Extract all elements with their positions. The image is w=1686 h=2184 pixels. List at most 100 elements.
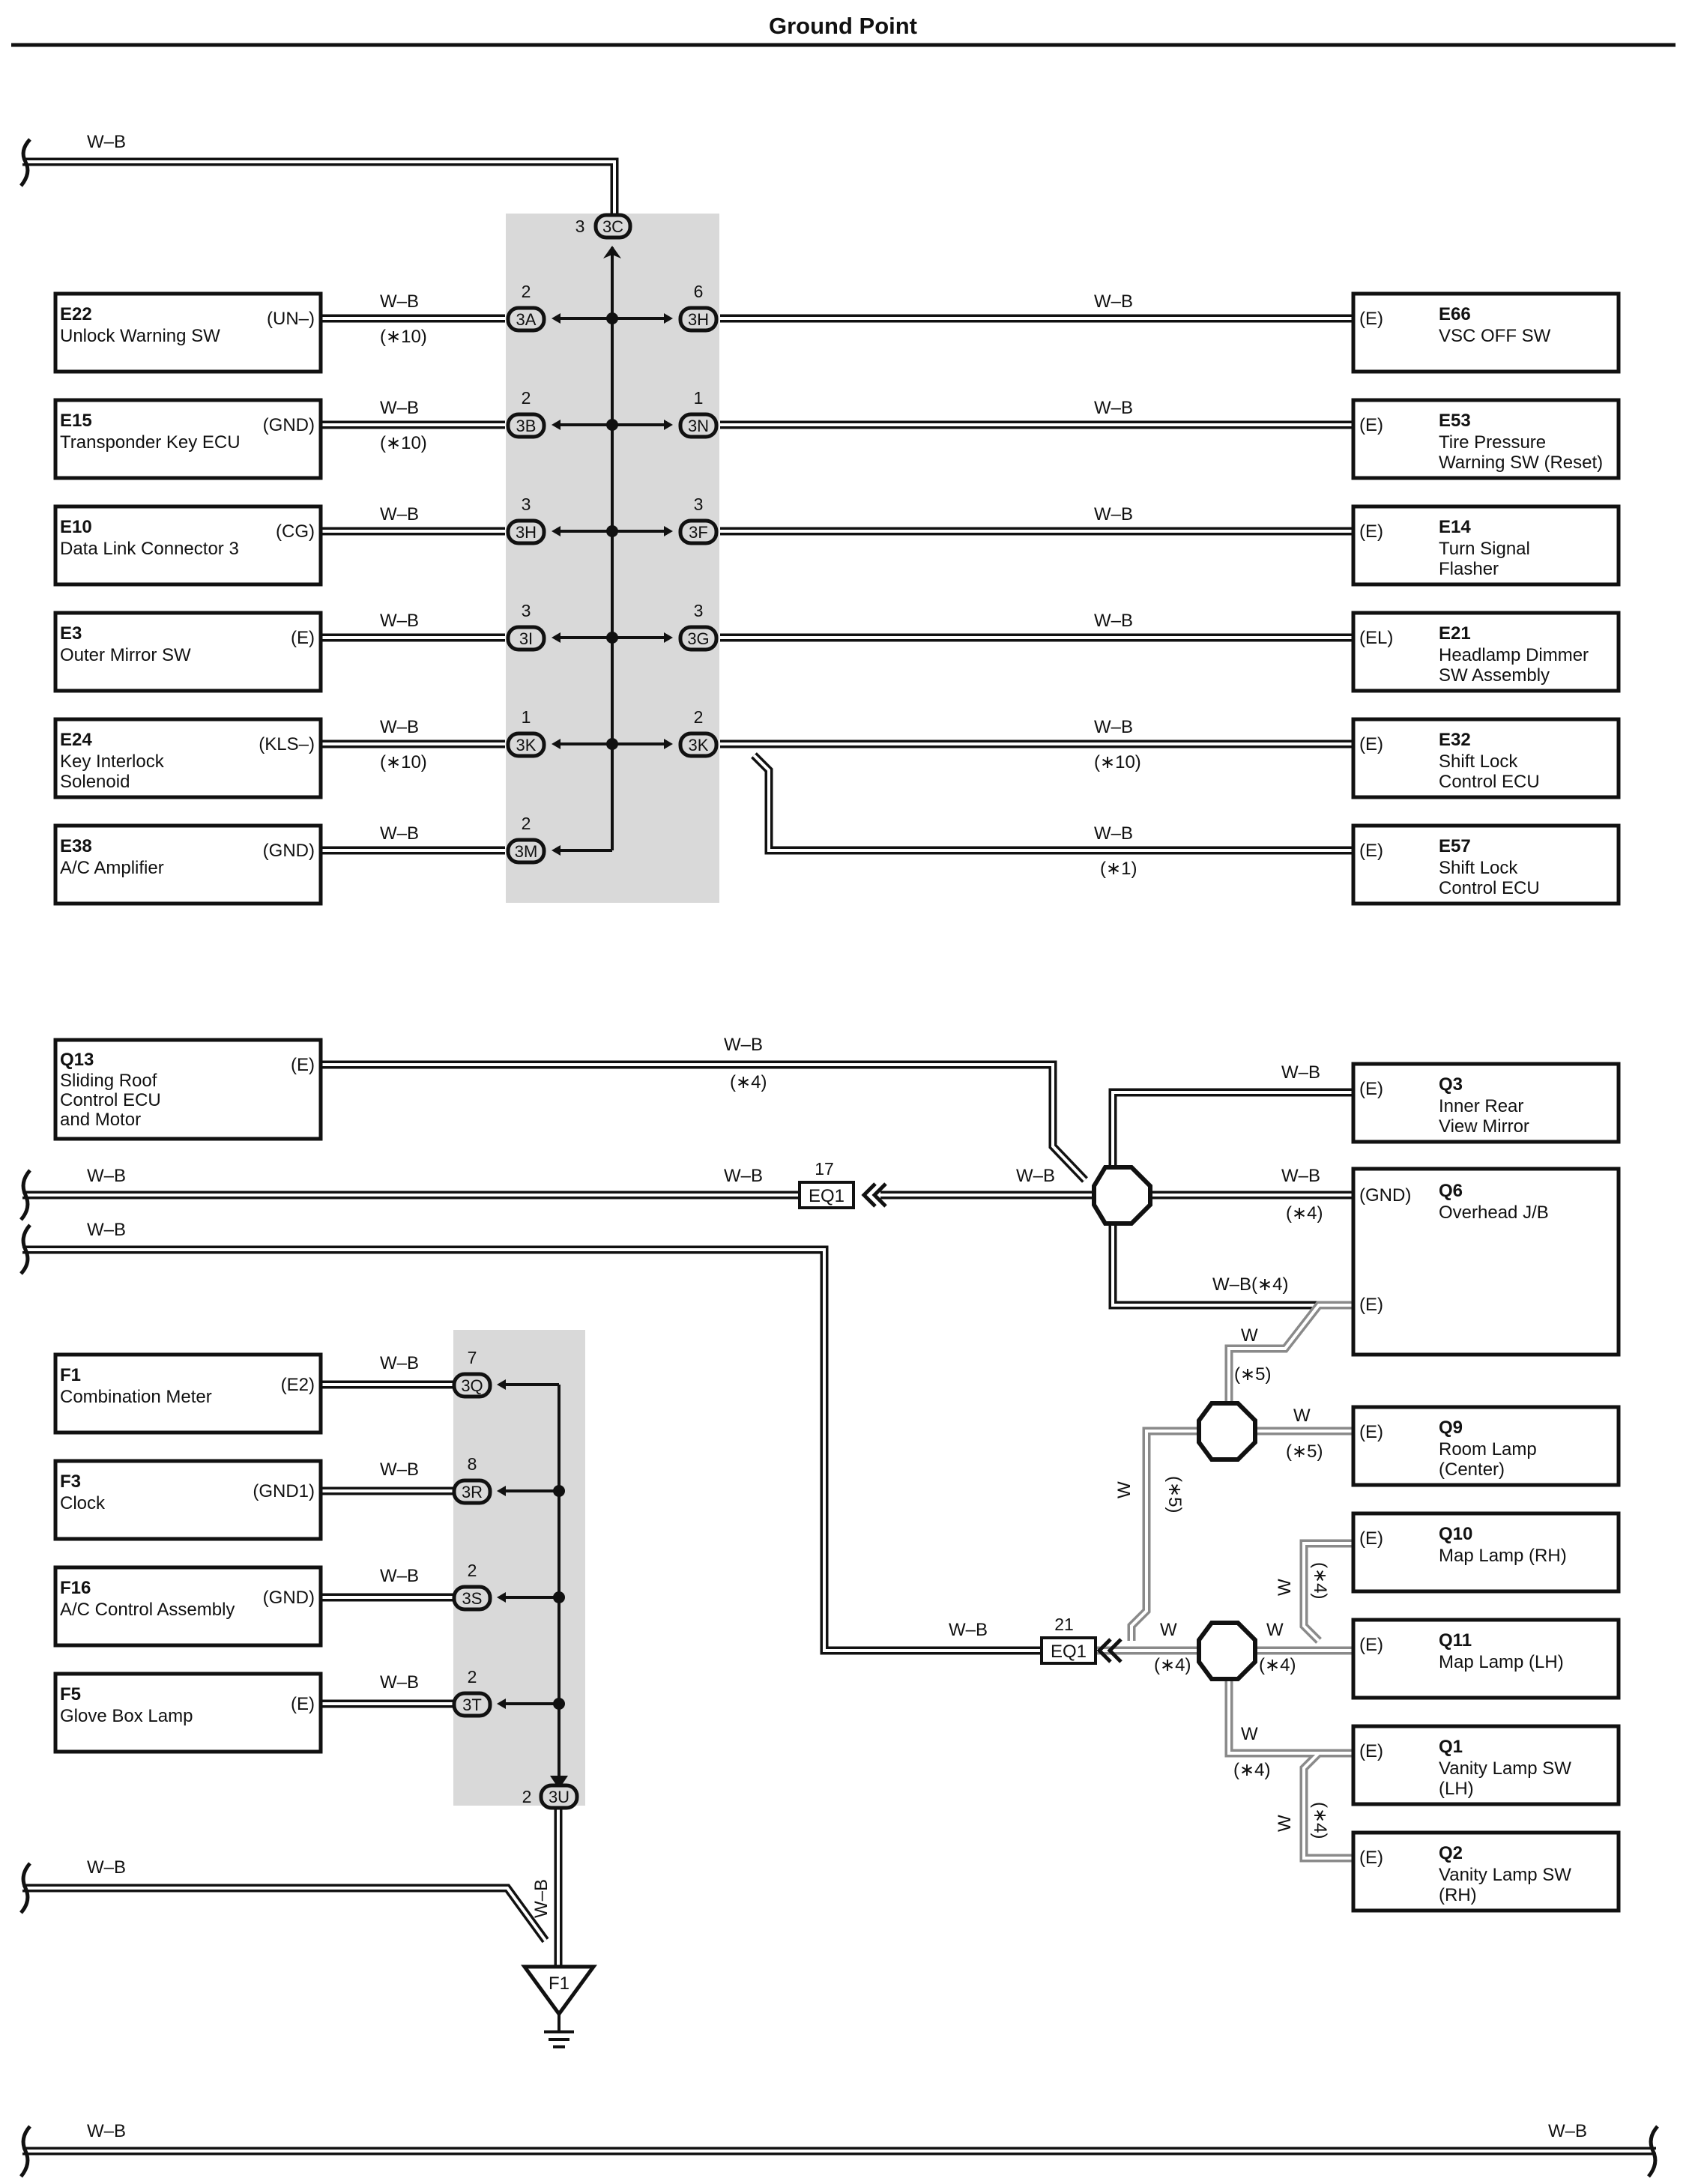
note: (∗5) [1234, 1364, 1271, 1385]
component-name: Map Lamp (RH) [1439, 1546, 1567, 1566]
splice-3N [678, 412, 719, 439]
pin-3F: 3 [694, 494, 704, 514]
splice-octagon-w4 [1197, 1621, 1257, 1681]
component-e66: (E) E66 VSC OFF SW [1351, 291, 1621, 374]
splice-label-3H-l: 3H [516, 523, 537, 542]
component-terminal: (E) [291, 1694, 315, 1714]
component-code: E57 [1439, 836, 1471, 856]
splice-label-3A: 3A [516, 310, 537, 329]
note: (∗4) [1259, 1655, 1296, 1675]
wire-label: W–B [1016, 1166, 1055, 1186]
splice-octagon-w5 [1197, 1401, 1257, 1462]
wire-label: W–B [1094, 823, 1133, 844]
wire-label: W–B [380, 398, 419, 418]
component-name: VSC OFF SW [1439, 326, 1551, 346]
component-code: Q11 [1439, 1630, 1472, 1651]
splice-label-3M: 3M [515, 842, 538, 861]
wire-wb-e57 [751, 752, 1353, 855]
component-code: E38 [60, 836, 92, 856]
splice-3K-r [678, 731, 719, 758]
wire-w-octa5-octa4 [1127, 1427, 1200, 1641]
splice-label-3T: 3T [462, 1696, 482, 1714]
component-name: Combination Meter [60, 1387, 212, 1407]
splice-label-3K-r: 3K [689, 736, 709, 754]
harness-break-marks [19, 138, 1659, 2178]
component-e10: E10 Data Link Connector 3 (CG) [53, 504, 323, 587]
component-f3: F3 Clock (GND1) [53, 1459, 323, 1541]
note: (∗1) [1100, 859, 1137, 879]
component-name: Vanity Lamp SW [1439, 1758, 1571, 1779]
component-e15: E15 Transponder Key ECU (GND) [53, 398, 323, 480]
component-name: Shift Lock [1439, 858, 1518, 878]
pin-3I: 3 [522, 601, 531, 620]
component-name: Solenoid [60, 772, 130, 792]
component-code: Q10 [1439, 1524, 1472, 1544]
splice-label-3G: 3G [687, 629, 709, 648]
splice-3S [452, 1585, 492, 1612]
junction-connector-eq1-17 [798, 1181, 855, 1209]
wire-label: W–B [87, 1166, 126, 1186]
wire-label: W–B [1094, 717, 1133, 737]
component-e22: E22 Unlock Warning SW (UN–) [53, 291, 323, 374]
wire-label: W–B [380, 823, 419, 844]
component-terminal: (UN–) [267, 309, 315, 329]
component-code: Q2 [1439, 1843, 1463, 1863]
component-name: Room Lamp [1439, 1439, 1537, 1459]
component-name: Vanity Lamp SW [1439, 1865, 1571, 1885]
wire-label: W [1266, 1620, 1284, 1640]
component-name: Map Lamp (LH) [1439, 1652, 1564, 1672]
component-name: Control ECU [1439, 878, 1540, 898]
component-e24: E24 Key Interlock Solenoid (KLS–) [53, 717, 323, 799]
pin-numbers: 3 2 6 2 1 3 3 3 3 1 2 2 7 8 2 2 2 17 21 [468, 217, 1074, 1806]
component-q3: (E) Q3 Inner Rear View Mirror [1351, 1062, 1621, 1144]
pin-eq1-17: 17 [815, 1159, 834, 1179]
component-terminal: (E) [1359, 415, 1383, 435]
wire-label: W–B [531, 1879, 552, 1918]
note: (∗5) [1286, 1442, 1323, 1462]
component-code: Q13 [60, 1050, 94, 1070]
splice-3R [452, 1478, 492, 1505]
component-name: Flasher [1439, 559, 1499, 579]
component-code: E22 [60, 304, 92, 324]
component-terminal: (E) [1359, 309, 1383, 329]
component-name: Control ECU [60, 1090, 161, 1110]
splice-3F [678, 518, 719, 545]
component-name: Shift Lock [1439, 751, 1518, 772]
wire-label: W–B [380, 717, 419, 737]
component-terminal: (E) [291, 1055, 315, 1075]
component-name: Data Link Connector 3 [60, 539, 239, 559]
eq1-double-arrows [861, 1182, 1123, 1663]
component-name: (LH) [1439, 1779, 1474, 1799]
component-terminal: (GND) [263, 1588, 315, 1608]
wire-label: W–B [1281, 1166, 1320, 1186]
component-terminal: (E) [1359, 1295, 1383, 1315]
component-e38: E38 A/C Amplifier (GND) [53, 823, 323, 906]
component-code: F3 [60, 1471, 81, 1492]
wire-label: W–B [87, 132, 126, 152]
component-q13: Q13 Sliding Roof Control ECU and Motor (… [53, 1038, 323, 1141]
note: (∗4) [1154, 1655, 1191, 1675]
ground-point-f1 [521, 1964, 597, 2018]
splice-3A [506, 306, 546, 333]
component-name: (RH) [1439, 1885, 1477, 1905]
pin-3C: 3 [575, 217, 585, 236]
component-q10: (E) Q10 Map Lamp (RH) [1351, 1511, 1621, 1594]
splice-label-3C: 3C [602, 217, 623, 236]
pin-3R: 8 [468, 1454, 477, 1474]
wire-labels: W–B W–B W–B W–B W–B W–B W–B W–B W–B W–B … [87, 132, 1587, 2141]
connector-arrows [497, 246, 673, 1789]
component-terminal: (E) [1359, 1422, 1383, 1442]
component-terminal: (GND) [263, 415, 315, 435]
wire-label: W–B [949, 1620, 988, 1640]
component-q2: (E) Q2 Vanity Lamp SW (RH) [1351, 1830, 1621, 1913]
note: (∗4) [1233, 1760, 1270, 1780]
component-code: E21 [1439, 623, 1471, 644]
component-terminal: (E) [1359, 1848, 1383, 1868]
splice-label-3K-l: 3K [516, 736, 537, 754]
component-f16: F16 A/C Control Assembly (GND) [53, 1565, 323, 1648]
wire-label: W–B [380, 504, 419, 524]
component-code: E3 [60, 623, 82, 644]
wire-wb-q3 [1108, 1088, 1353, 1167]
component-terminal: (E) [1359, 1635, 1383, 1655]
